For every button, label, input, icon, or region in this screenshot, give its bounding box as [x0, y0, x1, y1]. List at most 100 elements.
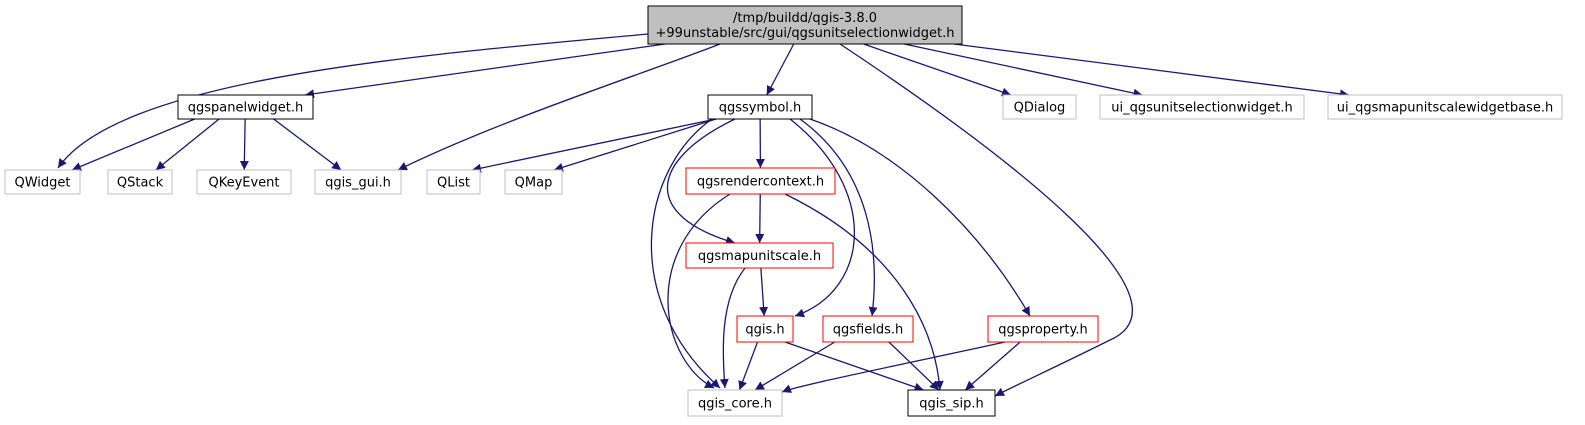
- edge-arrow: [553, 118, 717, 172]
- node-ui_unit: ui_qgsunitselectionwidget.h: [1099, 94, 1305, 120]
- node-label: qgssymbol.h: [719, 101, 802, 116]
- edge-qgssymbol-to-qgis_core: [650, 118, 721, 389]
- node-label: qgis.h: [745, 323, 784, 338]
- edge-arrow: [738, 341, 759, 391]
- node-box: [736, 315, 794, 343]
- edge-arrow: [667, 193, 731, 389]
- edge-arrow: [666, 118, 736, 245]
- node-label: qgsfields.h: [833, 323, 903, 338]
- edge-qgssymbol-to-qlist: [471, 118, 717, 173]
- node-qgsmapunitscale[interactable]: qgsmapunitscale.h: [685, 242, 834, 269]
- node-qstack: QStack: [107, 169, 173, 195]
- edge-arrow: [57, 33, 649, 169]
- node-box: [647, 5, 963, 45]
- node-root[interactable]: /tmp/buildd/qgis-3.8.0+99unstable/src/gu…: [647, 5, 963, 45]
- edge-arrow: [239, 118, 249, 171]
- node-ui_mapunit: ui_qgsmapunitscalewidgetbase.h: [1327, 94, 1563, 120]
- node-label: qgsmapunitscale.h: [698, 249, 821, 264]
- edge-arrow: [754, 341, 836, 391]
- node-qgis[interactable]: qgis.h: [736, 315, 794, 343]
- node-label: /tmp/buildd/qgis-3.8.0: [733, 11, 877, 26]
- edge-qgsmapunitscale-to-qgis_core: [719, 267, 746, 389]
- node-box: [1002, 94, 1077, 120]
- node-label: qgsrendercontext.h: [697, 175, 824, 190]
- node-qlist: QList: [426, 169, 481, 195]
- node-box: [177, 94, 314, 120]
- node-qgis_core: qgis_core.h: [687, 389, 783, 417]
- node-label: qgsproperty.h: [998, 323, 1087, 338]
- edge-qgspanelwidget-to-qstack: [155, 118, 220, 171]
- edge-root-to-qgssymbol: [766, 43, 795, 96]
- node-box: [314, 169, 402, 195]
- node-label: qgis_sip.h: [919, 397, 983, 412]
- edge-qgsfields-to-qgis_sip: [888, 341, 940, 391]
- edge-arrow: [759, 267, 769, 317]
- node-label: qgis_core.h: [698, 397, 772, 412]
- node-box: [685, 242, 834, 269]
- node-qgspanelwidget[interactable]: qgspanelwidget.h: [177, 94, 314, 120]
- node-label: QMap: [515, 176, 553, 191]
- edge-qgsrendercontext-to-qgsmapunitscale: [755, 193, 765, 244]
- edge-qgssymbol-to-qgis: [789, 118, 856, 318]
- node-qgsproperty[interactable]: qgsproperty.h: [987, 315, 1099, 343]
- edge-arrow: [964, 341, 1021, 391]
- edge-root-to-qwidget: [57, 33, 649, 169]
- edge-qgspanelwidget-to-qkeyevent: [239, 118, 249, 171]
- edge-arrow: [155, 118, 220, 171]
- node-qwidget: QWidget: [4, 169, 81, 195]
- edge-qgssymbol-to-qgsproperty: [809, 118, 1031, 317]
- edge-arrow: [471, 118, 717, 173]
- edge-arrow: [839, 43, 1134, 397]
- edge-root-to-ui_unit: [904, 43, 1143, 98]
- node-label: ui_qgsunitselectionwidget.h: [1111, 101, 1292, 116]
- edge-qgis-to-qgis_core: [738, 341, 759, 391]
- edge-root-to-qdialog: [863, 43, 1012, 97]
- edge-qgsmapunitscale-to-qgis: [759, 267, 769, 317]
- edge-root-to-qgis_gui: [397, 43, 721, 171]
- node-box: [4, 169, 81, 195]
- node-label: qgspanelwidget.h: [188, 101, 304, 116]
- edge-qgsfields-to-qgis_core: [754, 341, 836, 391]
- node-box: [822, 315, 914, 343]
- node-qgsrendercontext[interactable]: qgsrendercontext.h: [685, 167, 836, 195]
- edge-qgis-to-qgis_sip: [784, 341, 924, 392]
- edge-arrow: [953, 43, 1350, 99]
- edges-layer: [57, 33, 1350, 397]
- edge-arrow: [71, 118, 195, 171]
- node-qgis_gui: qgis_gui.h: [314, 169, 402, 195]
- node-qgis_sip[interactable]: qgis_sip.h: [907, 389, 996, 417]
- node-label: QStack: [117, 176, 164, 191]
- node-box: [107, 169, 173, 195]
- edge-arrow: [784, 193, 944, 391]
- edge-qgspanelwidget-to-qwidget: [71, 118, 195, 171]
- node-label: QList: [437, 176, 470, 191]
- node-label: QKeyEvent: [208, 176, 279, 191]
- node-box: [687, 389, 783, 417]
- node-qkeyevent: QKeyEvent: [196, 169, 292, 195]
- node-label: qgis_gui.h: [325, 176, 391, 191]
- edge-arrow: [719, 267, 746, 389]
- node-box: [707, 94, 813, 120]
- node-label: QDialog: [1014, 101, 1066, 116]
- node-box: [196, 169, 292, 195]
- edge-arrow: [397, 43, 721, 171]
- node-qgsfields[interactable]: qgsfields.h: [822, 315, 914, 343]
- edge-qgsproperty-to-qgis_sip: [964, 341, 1021, 391]
- edge-arrow: [304, 43, 666, 99]
- edge-arrow: [273, 118, 342, 171]
- node-box: [426, 169, 481, 195]
- node-box: [504, 169, 563, 195]
- node-label: +99unstable/src/gui/qgsunitselectionwidg…: [656, 26, 955, 41]
- node-qgssymbol[interactable]: qgssymbol.h: [707, 94, 813, 120]
- node-label: ui_qgsmapunitscalewidgetbase.h: [1337, 101, 1553, 116]
- edge-arrow: [650, 118, 721, 389]
- edge-arrow: [888, 341, 940, 391]
- edge-qgsrendercontext-to-qgis_core: [667, 193, 731, 389]
- node-box: [1099, 94, 1305, 120]
- node-box: [685, 167, 836, 195]
- node-box: [907, 389, 996, 417]
- edge-qgsrendercontext-to-qgis_sip: [784, 193, 944, 391]
- node-qdialog: QDialog: [1002, 94, 1077, 120]
- node-box: [987, 315, 1099, 343]
